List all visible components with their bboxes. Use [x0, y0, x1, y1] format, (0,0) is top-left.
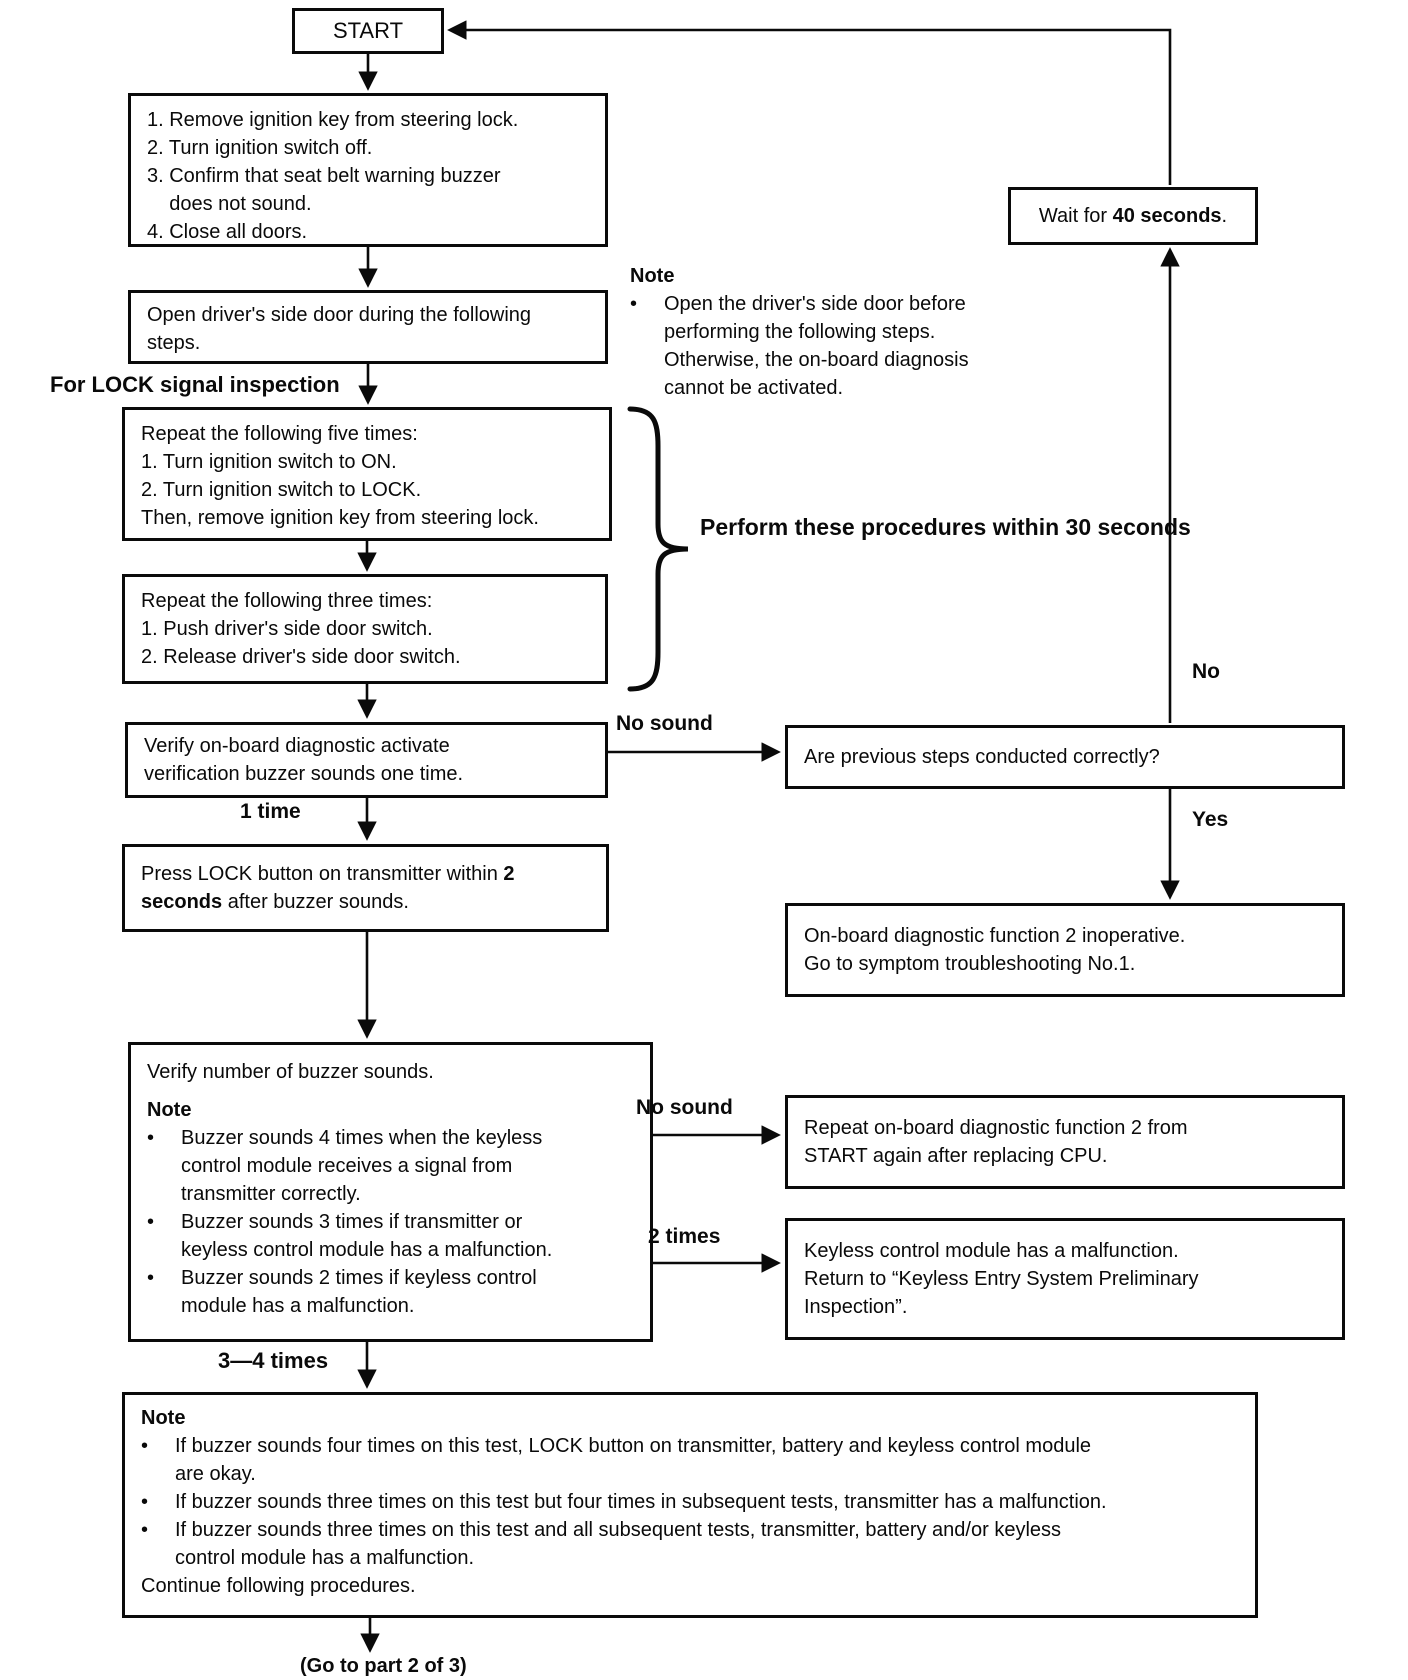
repeat-five-text: Repeat the following five times: 1. Turn…: [141, 423, 539, 529]
open-door-box: Open driver's side door during the follo…: [128, 290, 608, 364]
repeat-five-box: Repeat the following five times: 1. Turn…: [122, 407, 612, 541]
bottom-note-bullet-3: If buzzer sounds three times on this tes…: [175, 1519, 1062, 1569]
repeat-cpu-text: Repeat on-board diagnostic function 2 fr…: [804, 1117, 1188, 1167]
inoperative-text: On-board diagnostic function 2 inoperati…: [804, 925, 1186, 975]
label-one-time: 1 time: [240, 800, 301, 823]
bottom-note-title: Note: [141, 1407, 186, 1429]
bullet-icon: •: [147, 1267, 155, 1289]
are-previous-text: Are previous steps conducted correctly?: [804, 746, 1160, 768]
repeat-three-text: Repeat the following three times: 1. Pus…: [141, 590, 461, 668]
curly-brace: [627, 406, 689, 692]
bottom-note-bullet-1: If buzzer sounds four times on this test…: [175, 1435, 1092, 1485]
label-no: No: [1192, 660, 1220, 683]
verify-buzzer-box: Verify on-board diagnostic activate veri…: [125, 722, 608, 798]
label-no-sound-bottom: No sound: [636, 1096, 733, 1119]
side-note: Note • Open the driver's side door befor…: [630, 262, 1050, 402]
bullet-icon: •: [141, 1491, 149, 1513]
side-note-title: Note: [630, 265, 675, 287]
lock-inspection-label: For LOCK signal inspection: [50, 372, 340, 397]
verify-count-box: Verify number of buzzer sounds. Note • B…: [128, 1042, 653, 1342]
verify-buzzer-text: Verify on-board diagnostic activate veri…: [144, 735, 464, 785]
verify-count-bullet-3: Buzzer sounds 2 times if keyless control…: [181, 1267, 537, 1317]
prep-steps-text: 1. Remove ignition key from steering loc…: [147, 109, 519, 243]
label-go-to-part: (Go to part 2 of 3): [300, 1655, 467, 1677]
are-previous-box: Are previous steps conducted correctly?: [785, 725, 1345, 789]
inoperative-box: On-board diagnostic function 2 inoperati…: [785, 903, 1345, 997]
press-lock-box: Press LOCK button on transmitter within …: [122, 844, 609, 932]
keyless-malfunction-box: Keyless control module has a malfunction…: [785, 1218, 1345, 1340]
label-no-sound-top: No sound: [616, 712, 713, 735]
press-lock-line2: seconds after buzzer sounds.: [141, 891, 409, 913]
bottom-note-box: Note • If buzzer sounds four times on th…: [122, 1392, 1258, 1618]
repeat-three-box: Repeat the following three times: 1. Pus…: [122, 574, 608, 684]
verify-count-note-title: Note: [147, 1099, 192, 1121]
repeat-cpu-box: Repeat on-board diagnostic function 2 fr…: [785, 1095, 1345, 1189]
keyless-malfunction-text: Keyless control module has a malfunction…: [804, 1240, 1199, 1318]
start-label: START: [332, 18, 404, 43]
bottom-note-bullet-2: If buzzer sounds three times on this tes…: [175, 1491, 1107, 1513]
wait-box: Wait for 40 seconds.: [1008, 187, 1258, 245]
verify-count-title: Verify number of buzzer sounds.: [147, 1061, 434, 1083]
bullet-icon: •: [141, 1435, 149, 1457]
bullet-icon: •: [630, 293, 638, 315]
bullet-icon: •: [147, 1211, 155, 1233]
wait-text: Wait for 40 seconds.: [1038, 205, 1228, 227]
brace-note-label: Perform these procedures within 30 secon…: [700, 514, 1191, 540]
label-two-times: 2 times: [648, 1225, 721, 1248]
verify-count-bullet-2: Buzzer sounds 3 times if transmitter or …: [181, 1211, 553, 1261]
start-box: START: [292, 8, 444, 54]
bullet-icon: •: [147, 1127, 155, 1149]
bottom-note-footer: Continue following procedures.: [141, 1575, 416, 1597]
open-door-text: Open driver's side door during the follo…: [147, 304, 532, 354]
label-yes: Yes: [1192, 808, 1229, 831]
bullet-icon: •: [141, 1519, 149, 1541]
prep-steps-box: 1. Remove ignition key from steering loc…: [128, 93, 608, 247]
press-lock-line1: Press LOCK button on transmitter within …: [141, 863, 515, 885]
verify-count-bullet-1: Buzzer sounds 4 times when the keyless c…: [181, 1127, 543, 1205]
side-note-bullet: Open the driver's side door before perfo…: [664, 293, 969, 399]
label-three-four-times: 3—4 times: [218, 1348, 329, 1373]
